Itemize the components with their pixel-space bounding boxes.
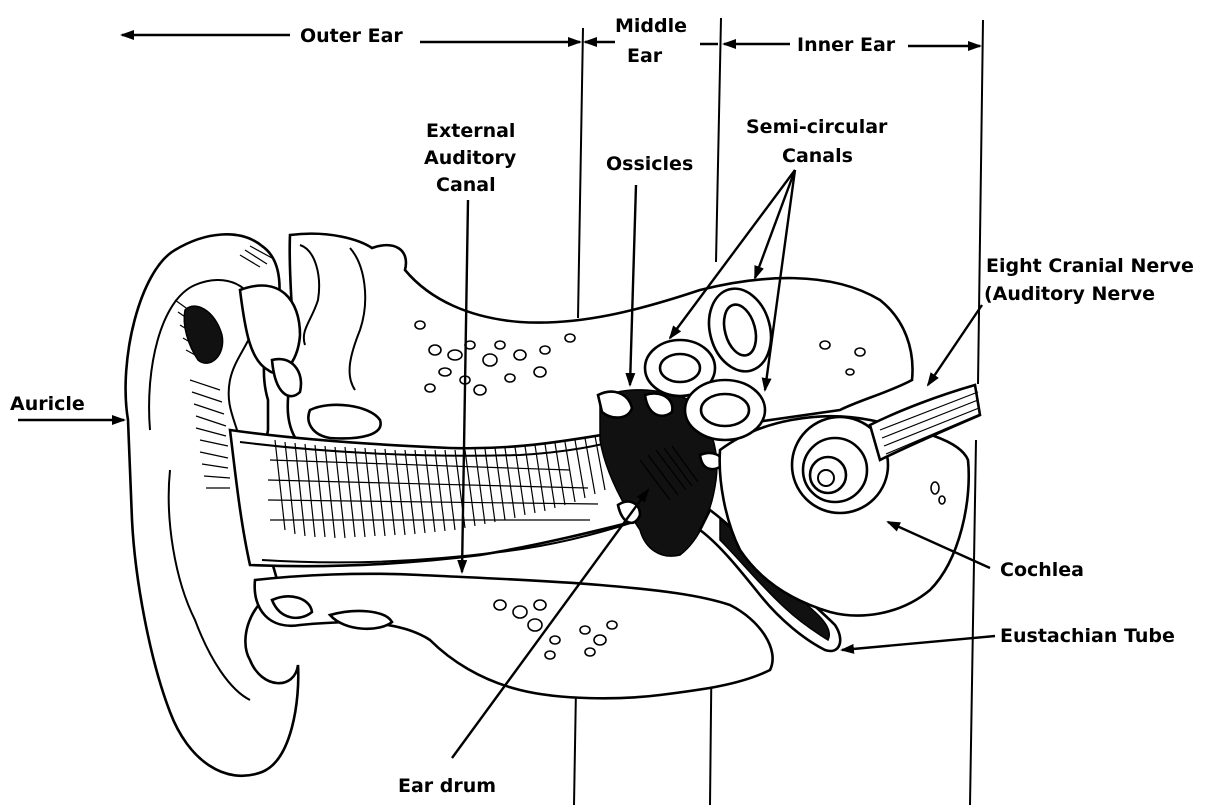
ear-illustration	[126, 234, 980, 776]
cochlea-label: Cochlea	[1000, 559, 1084, 581]
cranial-nerve-label-line2: (Auditory Nerve	[984, 283, 1155, 305]
cranial-nerve-label-line1: Eight Cranial Nerve	[986, 255, 1194, 277]
ear-drum-label: Ear drum	[398, 775, 496, 797]
external-canal-label-line2: Auditory	[424, 147, 517, 169]
eustachian-tube-label: Eustachian Tube	[1000, 625, 1175, 647]
inner-ear-label: Inner Ear	[797, 34, 896, 56]
auricle-label: Auricle	[10, 393, 85, 415]
middle-ear-label-line2: Ear	[627, 45, 663, 67]
semicircular-label-line2: Canals	[782, 145, 853, 167]
outer-ear-label: Outer Ear	[300, 25, 403, 47]
external-canal-label-line3: Canal	[436, 174, 496, 196]
semicircular-label-line1: Semi-circular	[746, 116, 888, 138]
ossicles-label: Ossicles	[606, 153, 693, 175]
middle-ear-label-line1: Middle	[615, 15, 687, 37]
external-canal-label-line1: External	[426, 120, 515, 142]
